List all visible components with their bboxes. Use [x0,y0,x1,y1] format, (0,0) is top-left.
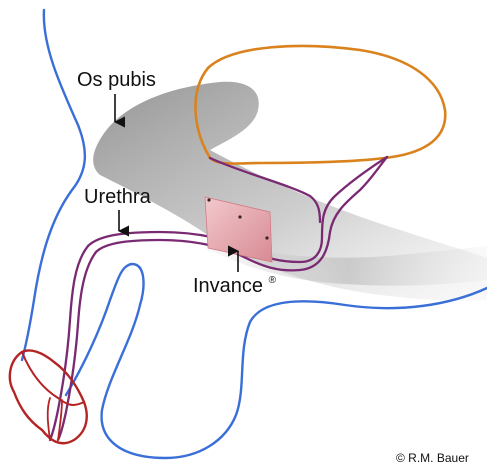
body-outline [22,10,85,360]
implant-screw-3 [265,236,268,239]
os-pubis-label: Os pubis [77,69,156,91]
urethra-label: Urethra [84,186,152,208]
implant-screw-2 [238,215,241,218]
invance-label: Invance ® [193,275,277,297]
copyright-label: © R.M. Bauer [396,451,469,465]
implant-screw-1 [207,198,210,201]
invance-label-text: Invance [193,275,263,297]
invance-trademark: ® [269,275,277,286]
